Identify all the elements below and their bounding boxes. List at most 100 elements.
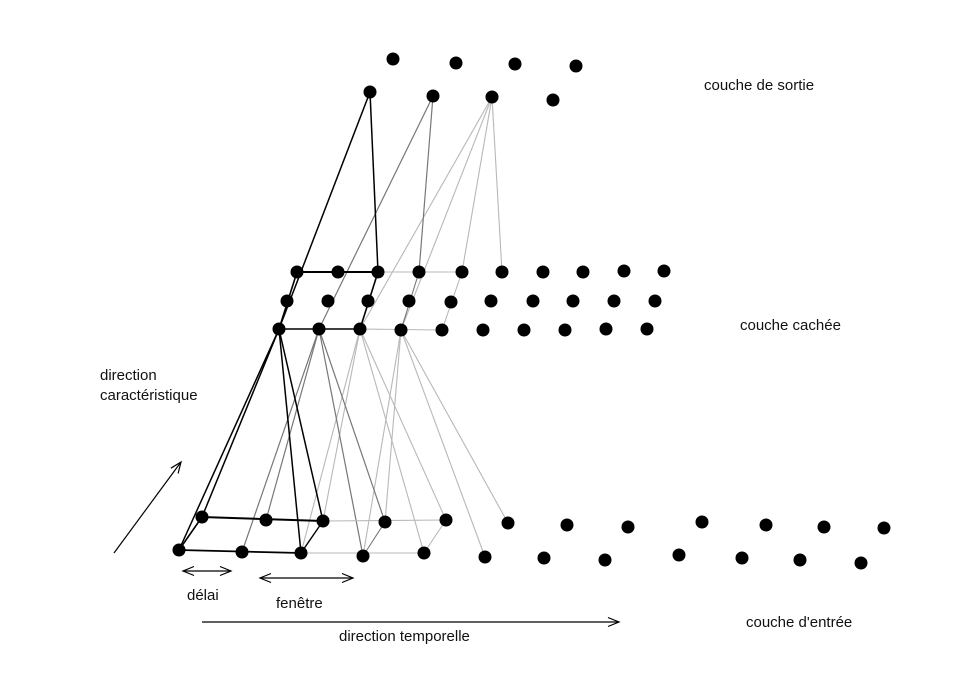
feature-direction-label-line1: direction (100, 367, 157, 384)
connection-hidden-to-input-0-0 (178, 328, 280, 551)
hidden-node-row2-8 (607, 294, 621, 308)
window-arrow-head-right (341, 572, 355, 584)
input-node-back-1 (259, 513, 273, 527)
feature-direction-arrow-shaft (113, 461, 182, 554)
input-node-front-1 (235, 545, 249, 559)
hidden-node-row2-2 (361, 294, 375, 308)
output-node-back-3 (569, 59, 583, 73)
input-node-back-5 (501, 516, 515, 530)
input-node-back-4 (439, 513, 453, 527)
hidden-node-row2-4 (444, 295, 458, 309)
hidden-node-row3-7 (558, 323, 572, 337)
input-node-front-11 (854, 556, 868, 570)
hidden-layer-label: couche cachée (740, 317, 841, 334)
connection-output-to-hidden-2-1 (461, 96, 493, 273)
output-node-front-3 (546, 93, 560, 107)
connection-hidden-to-input-1-3 (318, 328, 386, 523)
window-label: fenêtre (276, 595, 323, 612)
input-node-front-3 (356, 549, 370, 563)
connection-hidden-to-input-3-2 (400, 329, 486, 558)
connection-output-to-hidden-2-0 (359, 96, 493, 330)
hidden-node-row1-0 (290, 265, 304, 279)
input-node-back-8 (695, 515, 709, 529)
connection-hidden-to-input-2-0 (300, 328, 361, 554)
input-window-mid-edge (362, 521, 386, 557)
input-node-back-6 (560, 518, 574, 532)
hidden-node-row3-4 (435, 323, 449, 337)
output-layer-label: couche de sortie (704, 77, 815, 94)
input-node-front-6 (537, 551, 551, 565)
input-layer-label: couche d'entrée (746, 614, 853, 631)
hidden-node-row1-9 (657, 264, 671, 278)
output-node-front-2 (485, 90, 499, 104)
hidden-node-row2-3 (402, 294, 416, 308)
connection-output-to-hidden-1-1 (418, 95, 434, 273)
hidden-node-row2-0 (280, 294, 294, 308)
hidden-node-row1-5 (495, 265, 509, 279)
delay-arrow-head-right (219, 565, 233, 577)
hidden-node-row1-7 (576, 265, 590, 279)
input-node-back-0 (195, 510, 209, 524)
input-node-front-4 (417, 546, 431, 560)
delay-label: délai (187, 587, 219, 604)
input-node-back-10 (817, 520, 831, 534)
hidden-node-row2-6 (526, 294, 540, 308)
hidden-node-row3-6 (517, 323, 531, 337)
hidden-node-row2-5 (484, 294, 498, 308)
output-node-back-1 (449, 56, 463, 70)
connection-output-to-hidden-3-0 (400, 96, 493, 331)
connection-hidden-to-input-2-3 (359, 328, 447, 521)
connection-hidden-to-input-3-0 (362, 329, 402, 557)
hidden-node-row3-2 (353, 322, 367, 336)
feature-direction-label-line2: caractéristique (100, 387, 198, 404)
input-node-front-5 (478, 550, 492, 564)
connection-hidden-to-input-3-1 (384, 329, 402, 523)
connection-hidden-to-input-2-1 (322, 328, 361, 522)
output-node-back-0 (386, 52, 400, 66)
hidden-node-row2-7 (566, 294, 580, 308)
input-window-far-edge (423, 519, 447, 554)
delay-arrow-head-left (181, 565, 195, 577)
hidden-node-row3-8 (599, 322, 613, 336)
output-node-front-1 (426, 89, 440, 103)
input-node-back-3 (378, 515, 392, 529)
input-node-back-11 (877, 521, 891, 535)
connection-output-to-hidden-3-1 (491, 96, 503, 273)
input-window-left-edge (178, 516, 203, 551)
connection-hidden-to-input-1-0 (241, 328, 320, 553)
input-node-front-7 (598, 553, 612, 567)
hidden-node-row1-8 (617, 264, 631, 278)
hidden-node-row2-9 (648, 294, 662, 308)
input-node-front-9 (735, 551, 749, 565)
connection-hidden-to-input-2-2 (359, 328, 425, 554)
window-arrow-head-left (258, 572, 272, 584)
connection-hidden-to-input-1-2 (318, 328, 364, 557)
connection-hidden-to-input-3-3 (400, 329, 509, 524)
connection-hidden-to-input-0-2 (278, 328, 302, 554)
hidden-node-row1-6 (536, 265, 550, 279)
hidden-node-row3-3 (394, 323, 408, 337)
nodes-group (172, 52, 891, 570)
input-node-front-2 (294, 546, 308, 560)
output-node-front-0 (363, 85, 377, 99)
input-node-front-10 (793, 553, 807, 567)
hidden-node-row3-9 (640, 322, 654, 336)
connection-output-to-hidden-0-1 (369, 91, 379, 273)
hidden-node-row1-3 (412, 265, 426, 279)
hidden-node-row1-2 (371, 265, 385, 279)
hidden-node-row1-4 (455, 265, 469, 279)
time-direction-arrow-head (607, 616, 621, 628)
output-node-back-2 (508, 57, 522, 71)
feature-direction-arrow-head (170, 460, 182, 474)
input-node-front-8 (672, 548, 686, 562)
hidden-node-row2-1 (321, 294, 335, 308)
connection-hidden-to-input-0-3 (278, 328, 324, 522)
connections-group (178, 91, 509, 558)
input-node-back-7 (621, 520, 635, 534)
input-node-back-9 (759, 518, 773, 532)
hidden-node-row3-0 (272, 322, 286, 336)
arrows-group (113, 460, 621, 628)
connection-output-to-hidden-0-0 (278, 91, 371, 330)
